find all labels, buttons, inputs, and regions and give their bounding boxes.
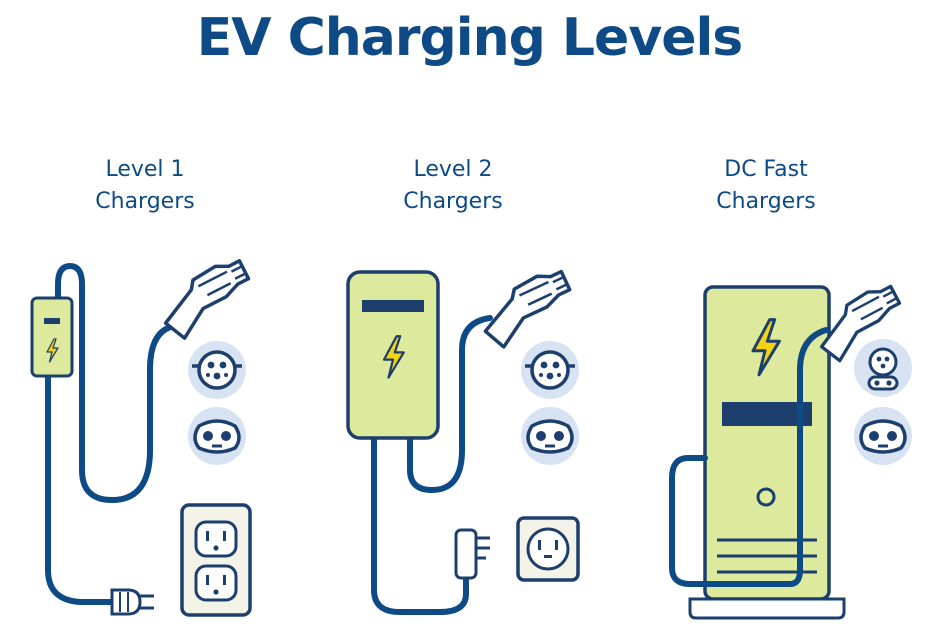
chademo-connector-icon	[852, 405, 914, 467]
level-1-title-line1: Level 1	[105, 157, 185, 182]
level-2-title-line2: Chargers	[403, 189, 503, 214]
level-2-cord	[371, 433, 469, 615]
level-2-title: Level 2 Chargers	[333, 154, 573, 218]
power-plug-icon	[110, 588, 154, 616]
level-2-cable	[407, 315, 493, 494]
dc-fast-title-line2: Chargers	[716, 189, 816, 214]
charging-plug-icon	[471, 264, 582, 353]
dc-fast-title: DC Fast Chargers	[646, 154, 886, 218]
page-title: EV Charging Levels	[196, 8, 744, 68]
level-2-title-line1: Level 2	[413, 157, 493, 182]
level-1-title: Level 1 Chargers	[25, 154, 265, 218]
level-1-cable	[55, 263, 178, 503]
wall-outlet-240v-icon	[516, 516, 580, 582]
dc-fast-charger-station-icon	[688, 285, 846, 620]
dc-fast-cable	[669, 327, 829, 587]
ccs-connector-icon	[519, 405, 581, 467]
j1772-connector-icon	[186, 339, 248, 401]
j1772-connector-icon	[519, 339, 581, 401]
ccs-connector-icon	[854, 339, 912, 397]
wall-outlet-120v-icon	[180, 503, 252, 617]
level-1-title-line2: Chargers	[95, 189, 195, 214]
level-1-illustration	[30, 253, 262, 617]
wall-plug-icon	[454, 528, 490, 580]
level-2-illustration	[346, 264, 582, 615]
dc-fast-illustration	[669, 279, 914, 620]
portable-charger-icon	[30, 296, 74, 378]
wall-box-charger-icon	[346, 270, 440, 440]
level-1-cord	[45, 373, 115, 605]
dc-fast-title-line1: DC Fast	[724, 157, 808, 182]
ccs-connector-icon	[186, 405, 248, 467]
